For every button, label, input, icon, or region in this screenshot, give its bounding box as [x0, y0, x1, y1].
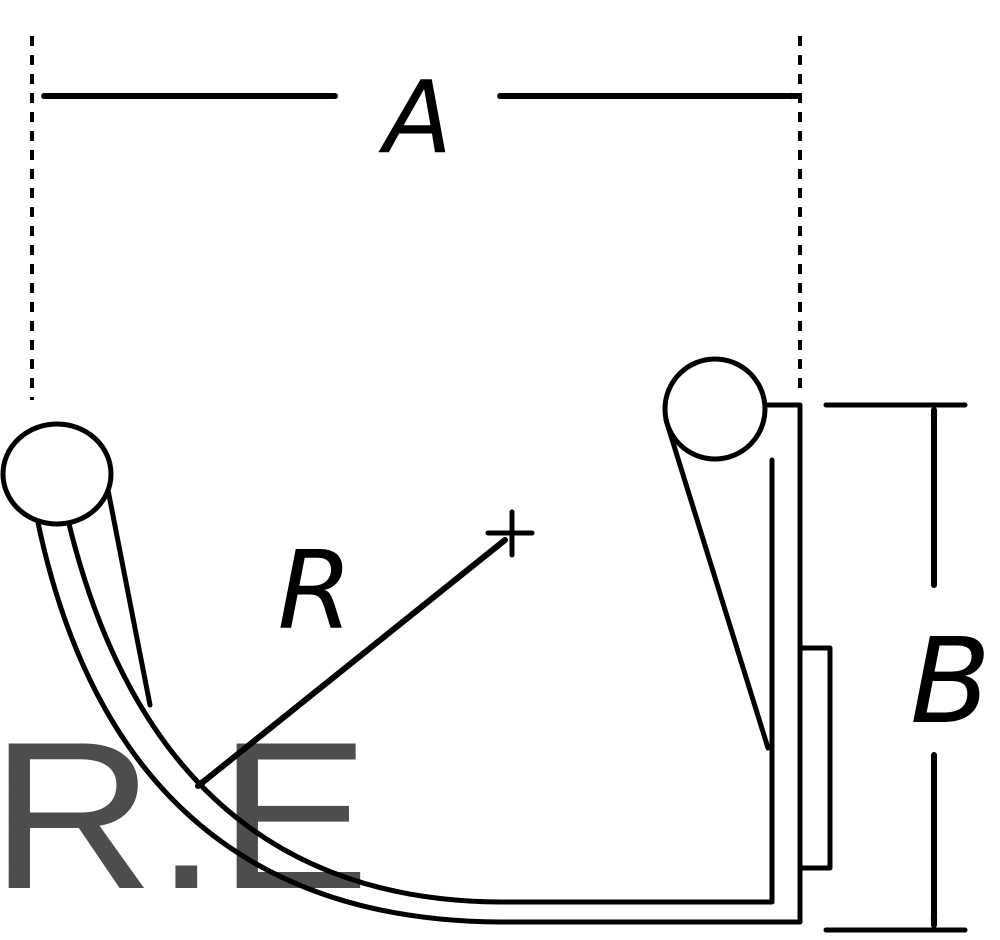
right-arm-taper	[663, 417, 771, 751]
right-knob	[662, 356, 768, 462]
left-knob	[0, 421, 114, 527]
radius-arrow	[195, 537, 508, 789]
dimension-b: B	[823, 402, 991, 933]
left-arm-taper	[105, 487, 153, 708]
hook-outer-edge	[34, 402, 803, 925]
dimension-b-label: B	[910, 612, 991, 750]
dimension-a-label: A	[378, 59, 452, 176]
hook-body	[0, 356, 833, 925]
dimension-a: A	[41, 59, 800, 176]
radius-dimension: R	[195, 509, 535, 789]
hook-inner-edge	[65, 457, 775, 905]
radius-label: R	[277, 529, 352, 654]
watermark: R.E	[0, 698, 370, 933]
mounting-plate	[797, 645, 833, 871]
